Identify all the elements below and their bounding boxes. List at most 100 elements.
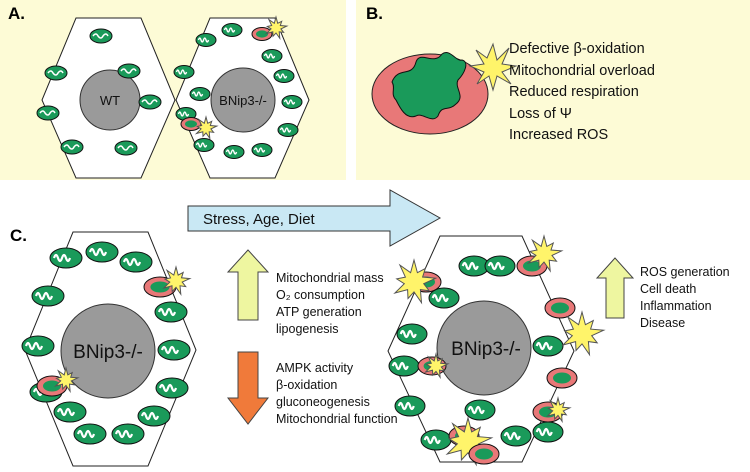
panel-b-label: B. bbox=[366, 4, 383, 23]
mitochondrial-cristae bbox=[391, 52, 467, 120]
mitochondrion-icon bbox=[273, 69, 295, 83]
mitochondrion-icon bbox=[394, 395, 426, 417]
mitochondrion-icon bbox=[281, 95, 303, 109]
ros-burst-icon bbox=[162, 265, 192, 297]
feature-item: Defective β-oxidation bbox=[509, 41, 645, 57]
panel-b-diagram bbox=[371, 42, 518, 135]
list-item: gluconeogenesis bbox=[276, 395, 370, 409]
mitochondrion-icon bbox=[154, 301, 188, 323]
up-arrow-icon bbox=[595, 257, 635, 319]
list-item: Cell death bbox=[640, 282, 697, 296]
ko-mitochondria-group bbox=[173, 15, 303, 159]
damaged-mitochondrion-icon bbox=[36, 375, 68, 397]
list-item: β-oxidation bbox=[276, 378, 338, 392]
mitochondrion-icon bbox=[49, 247, 83, 269]
damaged-mitochondrion-icon bbox=[251, 27, 273, 41]
list-item: lipogenesis bbox=[276, 322, 339, 336]
panel-c-diagram: Stress, Age, Diet BNip3-/- BNip3-/- bbox=[21, 189, 635, 467]
mitochondrion-icon bbox=[189, 87, 211, 101]
list-item: O₂ consumption bbox=[276, 288, 365, 302]
mitochondrion-icon bbox=[277, 123, 299, 137]
mitochondrion-icon bbox=[500, 425, 532, 447]
mitochondrion-icon bbox=[221, 23, 243, 37]
mitochondrion-icon bbox=[137, 405, 171, 427]
left-cell-label: BNip3-/- bbox=[73, 342, 143, 363]
process-label: Stress, Age, Diet bbox=[203, 211, 316, 228]
mitochondrion-icon bbox=[484, 255, 516, 277]
upregulated-list: Mitochondrial mass O₂ consumption ATP ge… bbox=[276, 270, 384, 338]
mitochondrion-icon bbox=[117, 63, 141, 79]
mitochondrion-icon bbox=[464, 399, 496, 421]
down-arrow-icon bbox=[226, 351, 270, 425]
damaged-mitochondrion-icon bbox=[468, 443, 500, 465]
panel-a: A. WT BNip3-/- bbox=[0, 0, 346, 180]
panel-c: C. Stress, Age, Diet BNip3-/- BNip3-/- M… bbox=[0, 188, 750, 472]
right-arrow-icon bbox=[187, 189, 442, 247]
ros-burst-icon bbox=[53, 366, 80, 394]
mitochondrion-icon bbox=[396, 323, 428, 345]
panel-b: B. Defective β-oxidation Mitochondrial o… bbox=[356, 0, 750, 180]
outcome-list: ROS generation Cell death Inflammation D… bbox=[640, 264, 730, 332]
feature-list: Defective β-oxidation Mitochondrial over… bbox=[509, 39, 655, 147]
ko-nucleus bbox=[210, 67, 276, 133]
ko-label: BNip3-/- bbox=[219, 93, 267, 108]
mitochondrion-icon bbox=[114, 140, 138, 156]
ros-burst-icon bbox=[468, 42, 518, 92]
left-nucleus bbox=[60, 303, 156, 399]
ros-burst-icon bbox=[545, 396, 572, 424]
feature-item: Increased ROS bbox=[509, 127, 609, 143]
feature-item: Reduced respiration bbox=[509, 84, 639, 100]
ros-burst-icon bbox=[526, 234, 564, 273]
damaged-mitochondrion-icon bbox=[180, 117, 202, 131]
ros-burst-icon bbox=[561, 310, 606, 357]
ros-burst-icon bbox=[445, 416, 494, 467]
mitochondrion-icon bbox=[89, 28, 113, 44]
mitochondrion-icon bbox=[223, 145, 245, 159]
mitochondrion-icon bbox=[155, 377, 189, 399]
mitochondrion-icon bbox=[119, 251, 153, 273]
mitochondrion-icon bbox=[532, 335, 564, 357]
downregulated-list: AMPK activity β-oxidation gluconeogenesi… bbox=[276, 360, 398, 428]
right-nucleus bbox=[436, 300, 532, 396]
mitochondrion-icon bbox=[85, 241, 119, 263]
panel-a-cells: WT BNip3-/- bbox=[36, 15, 310, 179]
list-item: Mitochondrial function bbox=[276, 412, 398, 426]
left-mitochondria-group bbox=[21, 241, 192, 445]
mitochondrion-icon bbox=[21, 335, 55, 357]
right-mitochondria-group bbox=[388, 234, 606, 467]
ros-burst-icon bbox=[264, 15, 289, 41]
mitochondrion-icon bbox=[73, 423, 107, 445]
mitochondrion-icon bbox=[60, 139, 84, 155]
list-item: Inflammation bbox=[640, 299, 712, 313]
mitochondrion-icon bbox=[157, 339, 191, 361]
feature-item: Loss of Ψ bbox=[509, 105, 572, 122]
right-cell-label: BNip3-/- bbox=[451, 339, 521, 360]
ros-burst-icon bbox=[393, 258, 438, 305]
mitochondrion-icon bbox=[428, 287, 460, 309]
mitochondrion-icon bbox=[420, 429, 452, 451]
up-arrow-icon bbox=[226, 249, 270, 321]
list-item: ROS generation bbox=[640, 265, 730, 279]
feature-item: Mitochondrial overload bbox=[509, 62, 655, 79]
mitochondrion-icon bbox=[195, 33, 217, 47]
panel-c-label: C. bbox=[10, 226, 27, 245]
mitochondrion-icon bbox=[532, 421, 564, 443]
damaged-mitochondrion-icon bbox=[544, 297, 576, 319]
mitochondrion-icon bbox=[251, 143, 273, 157]
wt-label: WT bbox=[100, 93, 120, 108]
mitochondrion-icon bbox=[44, 65, 68, 81]
damaged-mitochondrion-icon bbox=[546, 367, 578, 389]
damaged-mitochondrion-icon bbox=[143, 276, 177, 298]
mitochondrion-icon bbox=[31, 285, 65, 307]
mitochondrion-icon bbox=[36, 105, 60, 121]
ros-burst-icon bbox=[194, 115, 219, 141]
mitochondrion-icon bbox=[173, 65, 195, 79]
mitochondrion-icon bbox=[193, 138, 215, 152]
list-item: Disease bbox=[640, 316, 686, 330]
mitochondrion-icon bbox=[111, 423, 145, 445]
ros-burst-icon bbox=[423, 352, 450, 380]
panel-a-label: A. bbox=[8, 4, 25, 23]
mitochondrion-icon bbox=[53, 401, 87, 423]
list-item: AMPK activity bbox=[276, 361, 354, 375]
mitochondrion-icon bbox=[138, 94, 162, 110]
